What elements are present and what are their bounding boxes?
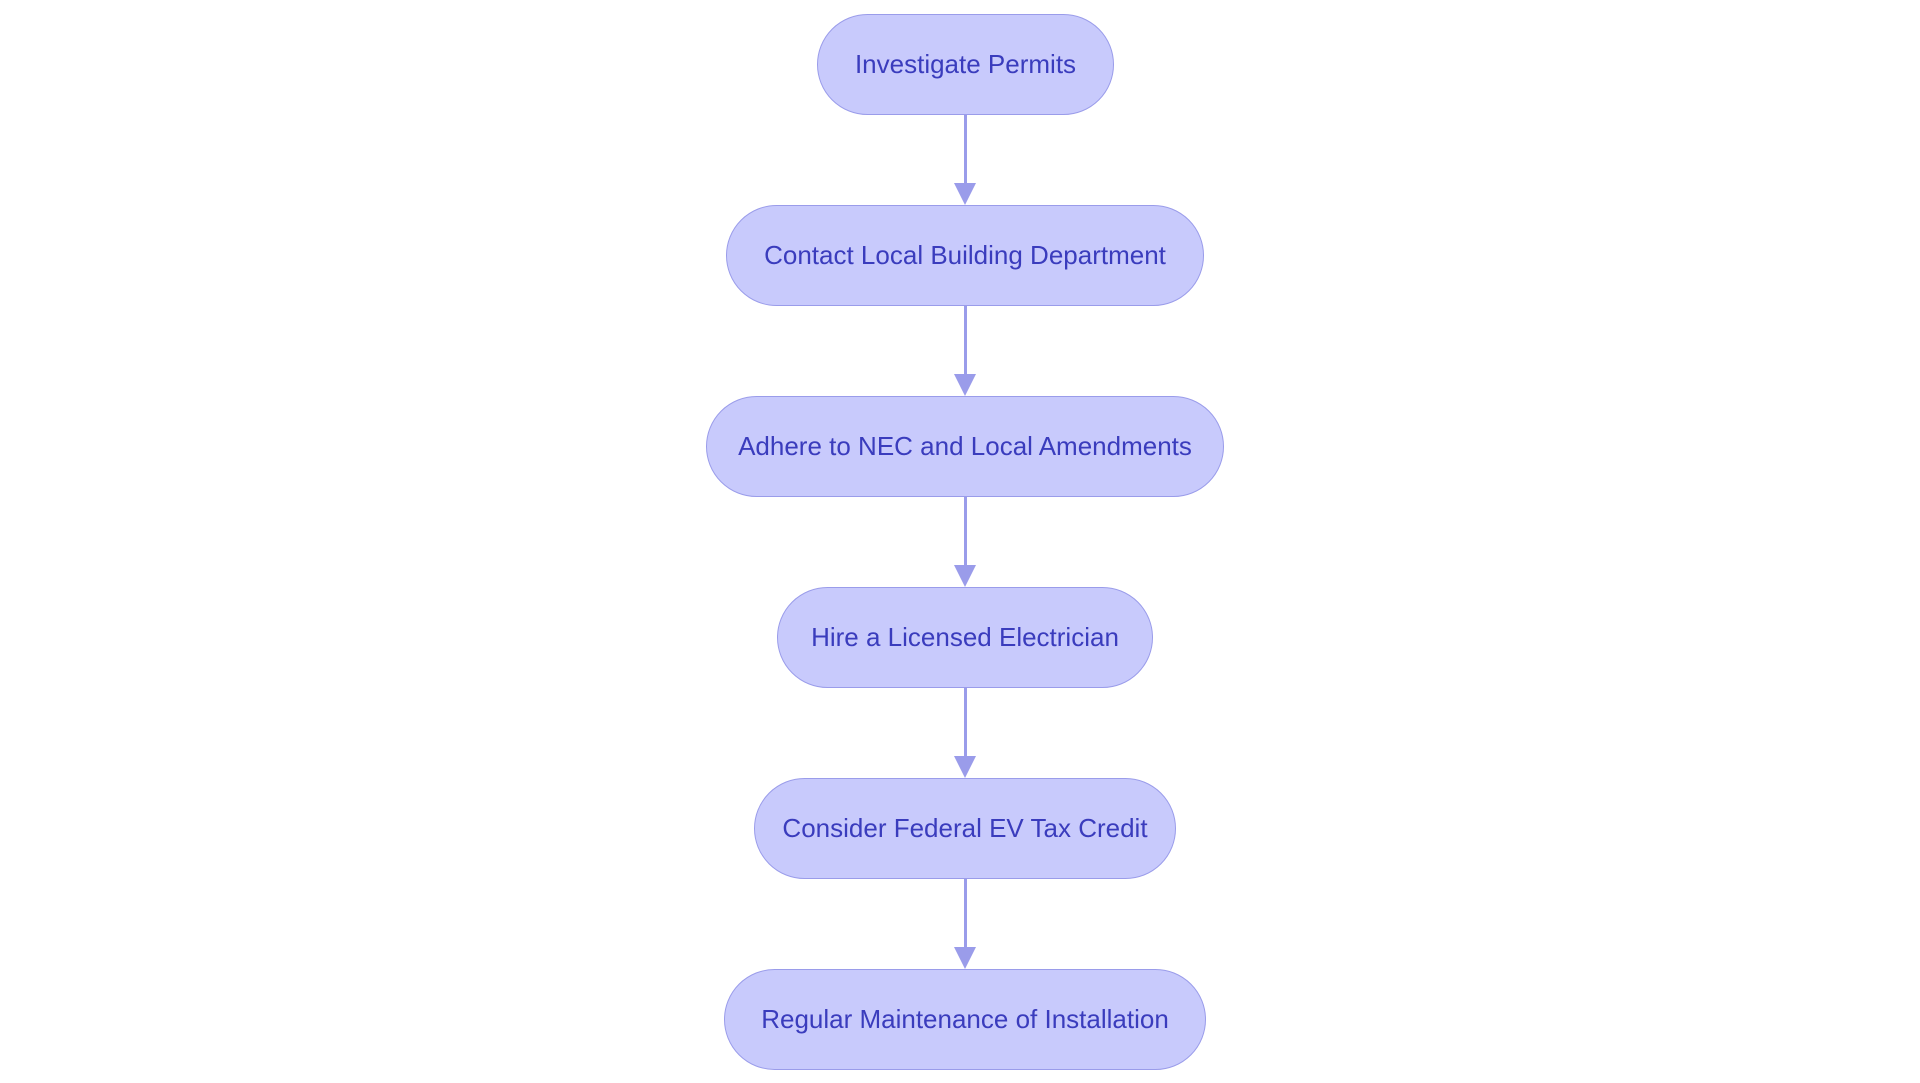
arrowhead-1	[954, 183, 976, 205]
node-label: Regular Maintenance of Installation	[761, 1004, 1169, 1034]
edge-line-4	[964, 688, 967, 758]
node-adhere-to-nec: Adhere to NEC and Local Amendments	[706, 396, 1224, 497]
node-investigate-permits: Investigate Permits	[817, 14, 1114, 115]
node-label: Adhere to NEC and Local Amendments	[738, 431, 1192, 461]
arrowhead-4	[954, 756, 976, 778]
node-label: Investigate Permits	[854, 49, 1077, 79]
edge-line-2	[964, 306, 967, 376]
node-label: Contact Local Building Department	[764, 240, 1166, 270]
node-regular-maintenance: Regular Maintenance of Installation	[724, 969, 1206, 1070]
node-label: Hire a Licensed Electrician	[811, 622, 1119, 652]
arrowhead-5	[954, 947, 976, 969]
edge-line-5	[964, 879, 967, 949]
arrowhead-3	[954, 565, 976, 587]
edge-line-3	[964, 497, 967, 567]
node-hire-licensed-electrician: Hire a Licensed Electrician	[777, 587, 1153, 688]
arrowhead-2	[954, 374, 976, 396]
edge-line-1	[964, 115, 967, 185]
node-consider-federal-ev-tax-credit: Consider Federal EV Tax Credit	[754, 778, 1176, 879]
node-label: Consider Federal EV Tax Credit	[782, 813, 1148, 843]
node-contact-local-building-department: Contact Local Building Department	[726, 205, 1204, 306]
